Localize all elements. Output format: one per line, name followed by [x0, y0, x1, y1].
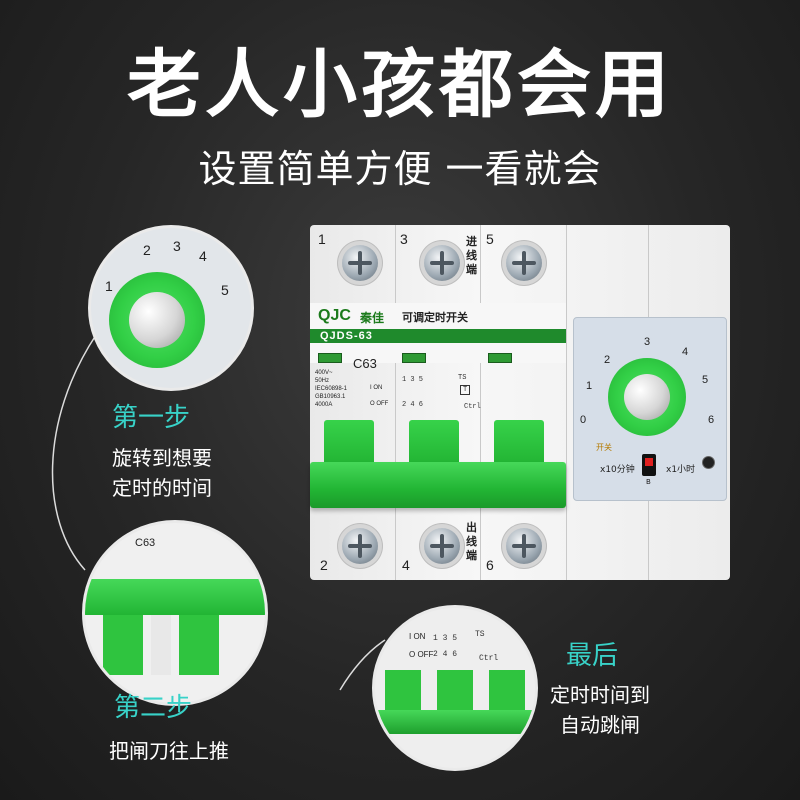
range-slide-switch[interactable]: [642, 454, 656, 476]
step-two-title: 第二步: [114, 693, 193, 723]
spec-line: GB10963.1: [315, 394, 346, 400]
schematic-top: 1 3 5: [402, 376, 424, 384]
dial-number: 1: [105, 278, 113, 294]
product-name: 可调定时开关: [402, 311, 468, 324]
ctrl-label: Ctrl: [464, 403, 481, 411]
status-led: [702, 456, 715, 469]
zoom-knob: [109, 272, 205, 368]
desc-line: 定时时间到: [550, 683, 650, 707]
status-indicator: [318, 353, 342, 363]
on-label: I ON: [409, 632, 426, 641]
zoom-dial-detail: 2 3 4 5 1: [88, 225, 254, 391]
timer-dial-knob[interactable]: [608, 358, 686, 436]
pole-divider: [480, 225, 481, 580]
final-step-title: 最后: [566, 641, 619, 671]
dial-number: 6: [708, 414, 715, 426]
terminal-screw-icon: [342, 528, 378, 564]
knob-cap: [624, 374, 670, 420]
zoom-handle: [179, 615, 219, 675]
terminal-number: 3: [400, 231, 408, 247]
dial-number: 3: [173, 238, 181, 254]
switch-letter: B: [646, 478, 651, 486]
zoom-handle: [385, 670, 421, 710]
pole-divider: [395, 225, 396, 580]
status-indicator: [488, 353, 512, 363]
incoming-label: 进线端: [466, 235, 477, 276]
rating-label: C63: [135, 537, 156, 549]
dial-number: 2: [604, 354, 611, 366]
dial-number: 5: [702, 374, 709, 386]
timer-circuit-breaker: 1 3 5 进线端 QJC 秦佳 可调定时开关 QJDS-63 C63 400V…: [310, 225, 730, 580]
handle-tie-bar[interactable]: [310, 462, 566, 508]
subheadline: 设置简单方便 一看就会: [198, 147, 602, 191]
terminal-number: 1: [318, 231, 326, 247]
connector-step2-to-final: [339, 639, 386, 691]
zoom-handle-bar: [375, 710, 535, 734]
spec-line: IEC60898-1: [315, 386, 348, 392]
terminal-screw-icon: [424, 245, 460, 281]
t-label: T: [460, 385, 471, 395]
zoom-handle-detail: C63: [82, 520, 268, 706]
step-one-title: 第一步: [112, 403, 191, 433]
spec-line: 4000A: [315, 402, 333, 408]
desc-line: 旋转到想要: [112, 446, 212, 470]
connector-step1-to-step2: [51, 334, 97, 571]
zoom-handle-gap: [151, 615, 171, 675]
terminal-number: 2: [320, 557, 328, 573]
spec-text: 400V~ 50Hz IEC60898-1 GB10963.1 4000A: [315, 369, 347, 409]
zoom-trip-detail: I ON O OFF 1 3 5 2 4 6 TS Ctrl: [372, 605, 538, 771]
schematic-bottom: 2 4 6: [402, 401, 424, 409]
schematic-bottom: 2 4 6: [433, 650, 458, 659]
timer-panel: 0 1 2 3 4 5 6 开关 x10分钟 x1小时 B: [573, 317, 727, 501]
terminal-screw-icon: [342, 245, 378, 281]
terminal-screw-icon: [506, 528, 542, 564]
dial-number: 3: [644, 336, 651, 348]
off-mark: 开关: [596, 443, 612, 452]
headline: 老人小孩都会用: [127, 42, 673, 128]
dial-number: 1: [586, 380, 593, 392]
step-two-desc: 把闸刀往上推: [109, 739, 229, 763]
rating-label: C63: [353, 356, 377, 371]
dial-number: 5: [221, 282, 229, 298]
schematic-top: 1 3 5: [433, 634, 458, 643]
pole-divider: [566, 225, 567, 580]
outgoing-label: 出线端: [466, 521, 477, 562]
desc-line: 自动跳闸: [560, 713, 640, 737]
off-label: O OFF: [370, 401, 389, 407]
step-one-desc: 旋转到想要 定时的时间: [92, 443, 232, 503]
dial-number: 2: [143, 242, 151, 258]
brand-logo: QJC: [318, 307, 351, 324]
spec-line: 400V~: [315, 370, 333, 376]
terminal-number: 4: [402, 557, 410, 573]
dial-number: 4: [682, 346, 689, 358]
zoom-handle: [489, 670, 525, 710]
dial-number: 4: [199, 248, 207, 264]
ts-label: TS: [458, 374, 467, 382]
zoom-handle: [437, 670, 473, 710]
on-label: I ON: [370, 385, 383, 391]
desc-line: 定时的时间: [112, 476, 212, 500]
model-bar: QJDS-63: [310, 329, 566, 343]
terminal-screw-icon: [506, 245, 542, 281]
switch-left-label: x10分钟: [600, 465, 635, 475]
terminal-number: 6: [486, 557, 494, 573]
ctrl-label: Ctrl: [479, 654, 499, 663]
off-label: O OFF: [409, 650, 434, 659]
zoom-handle: [103, 615, 143, 675]
knob-cap: [129, 292, 185, 348]
brand-name: 秦佳: [360, 311, 385, 325]
final-step-desc: 定时时间到 自动跳闸: [530, 680, 670, 740]
dial-number: 0: [580, 414, 587, 426]
switch-right-label: x1小时: [666, 465, 696, 475]
spec-line: 50Hz: [315, 378, 330, 384]
ts-label: TS: [475, 630, 485, 639]
zoom-handle-bar: [85, 579, 265, 615]
terminal-number: 5: [486, 231, 494, 247]
status-indicator: [402, 353, 426, 363]
terminal-screw-icon: [424, 528, 460, 564]
